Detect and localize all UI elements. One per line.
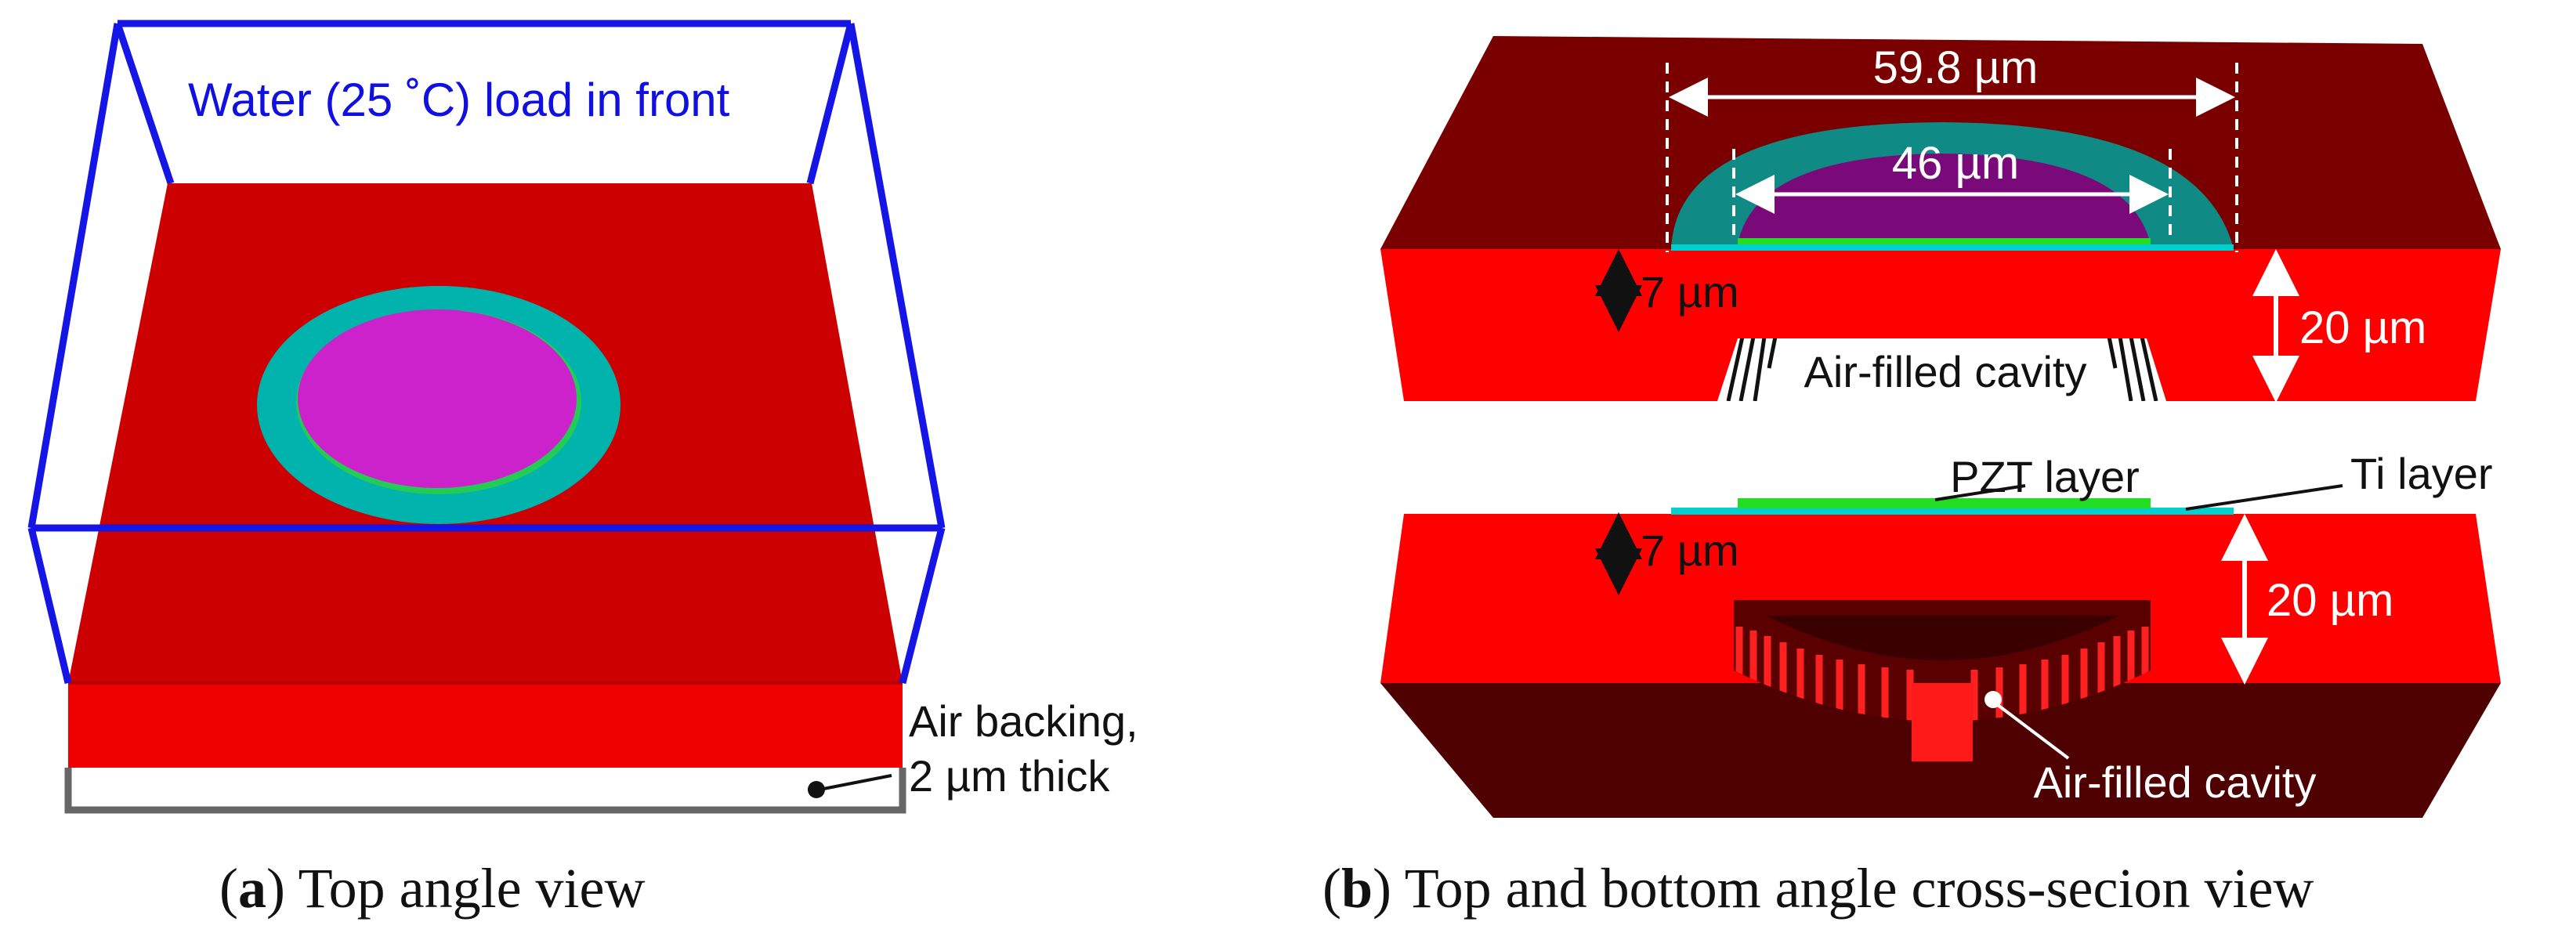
outer-width-label: 59.8 µm	[1873, 42, 2039, 93]
bottom-cavity-leader	[1996, 703, 2070, 760]
outer-width-guides	[1666, 63, 2238, 252]
top-section-front-face	[1380, 249, 2501, 401]
pzt-layer-label: PZT layer	[1950, 452, 2140, 501]
panel-a-caption-text: Top angle view	[285, 857, 646, 920]
bottom-cavity-ceiling	[1767, 616, 2119, 660]
ti-layer-label: Ti layer	[2350, 449, 2493, 498]
panel-b-cross-section-view: 59.8 µm 46 µm 7 µm 20 µm Air-filled cavi…	[1322, 36, 2501, 920]
top-thickness-label: 20 µm	[2299, 302, 2426, 353]
top-pzt-layer	[1738, 238, 2151, 244]
panel-a-top-angle-view: Water (25 ˚C) load in front Air backing,…	[27, 20, 1138, 920]
pzt-leader	[1934, 484, 2026, 501]
panel-a-caption-letter: a	[238, 857, 266, 920]
water-box-back-frame	[114, 20, 855, 185]
air-backing-marker	[808, 781, 825, 798]
top-ti-layer	[1671, 244, 2234, 251]
air-backing-frame	[64, 768, 906, 814]
inner-width-guides	[1732, 149, 2172, 240]
inner-width-label: 46 µm	[1892, 138, 2019, 189]
air-backing-label-line2: 2 µm thick	[909, 751, 1110, 801]
air-backing-leader	[819, 774, 892, 791]
panel-b-caption-text: Top and bottom angle cross-secion view	[1391, 857, 2314, 920]
bottom-section-front-face	[1380, 514, 2501, 683]
bottom-membrane-label: 7 µm	[1641, 526, 1739, 575]
panel-b-caption-letter: b	[1341, 857, 1373, 920]
bottom-cavity-floor-highlight	[1912, 683, 1973, 761]
water-box-front-frame	[27, 23, 946, 685]
bottom-thickness-label: 20 µm	[2267, 575, 2393, 626]
air-backing-label-line1: Air backing,	[909, 696, 1138, 746]
bottom-pzt-layer	[1738, 498, 2151, 508]
bottom-ti-layer	[1671, 508, 2234, 515]
panel-a-caption: (a) Top angle view	[219, 857, 646, 920]
bottom-cross-section: PZT layer Ti layer 7 µm 20 µm Air-filled…	[1380, 449, 2501, 818]
top-cavity-wall-stripes	[1726, 338, 2158, 401]
substrate-front-face	[68, 683, 903, 768]
top-cross-section: 59.8 µm 46 µm 7 µm 20 µm Air-filled cavi…	[1380, 36, 2501, 403]
panel-b-caption: (b) Top and bottom angle cross-secion vi…	[1322, 857, 2314, 920]
bottom-cavity-marker	[1984, 691, 2002, 708]
bottom-cavity-label: Air-filled cavity	[2034, 757, 2317, 807]
top-cavity-label: Air-filled cavity	[1804, 347, 2087, 396]
top-air-cavity	[1717, 338, 2166, 401]
top-membrane-label: 7 µm	[1641, 267, 1739, 316]
pzt-disk	[298, 309, 577, 488]
ti-leader	[2185, 484, 2343, 511]
water-load-label: Water (25 ˚C) load in front	[188, 74, 730, 126]
